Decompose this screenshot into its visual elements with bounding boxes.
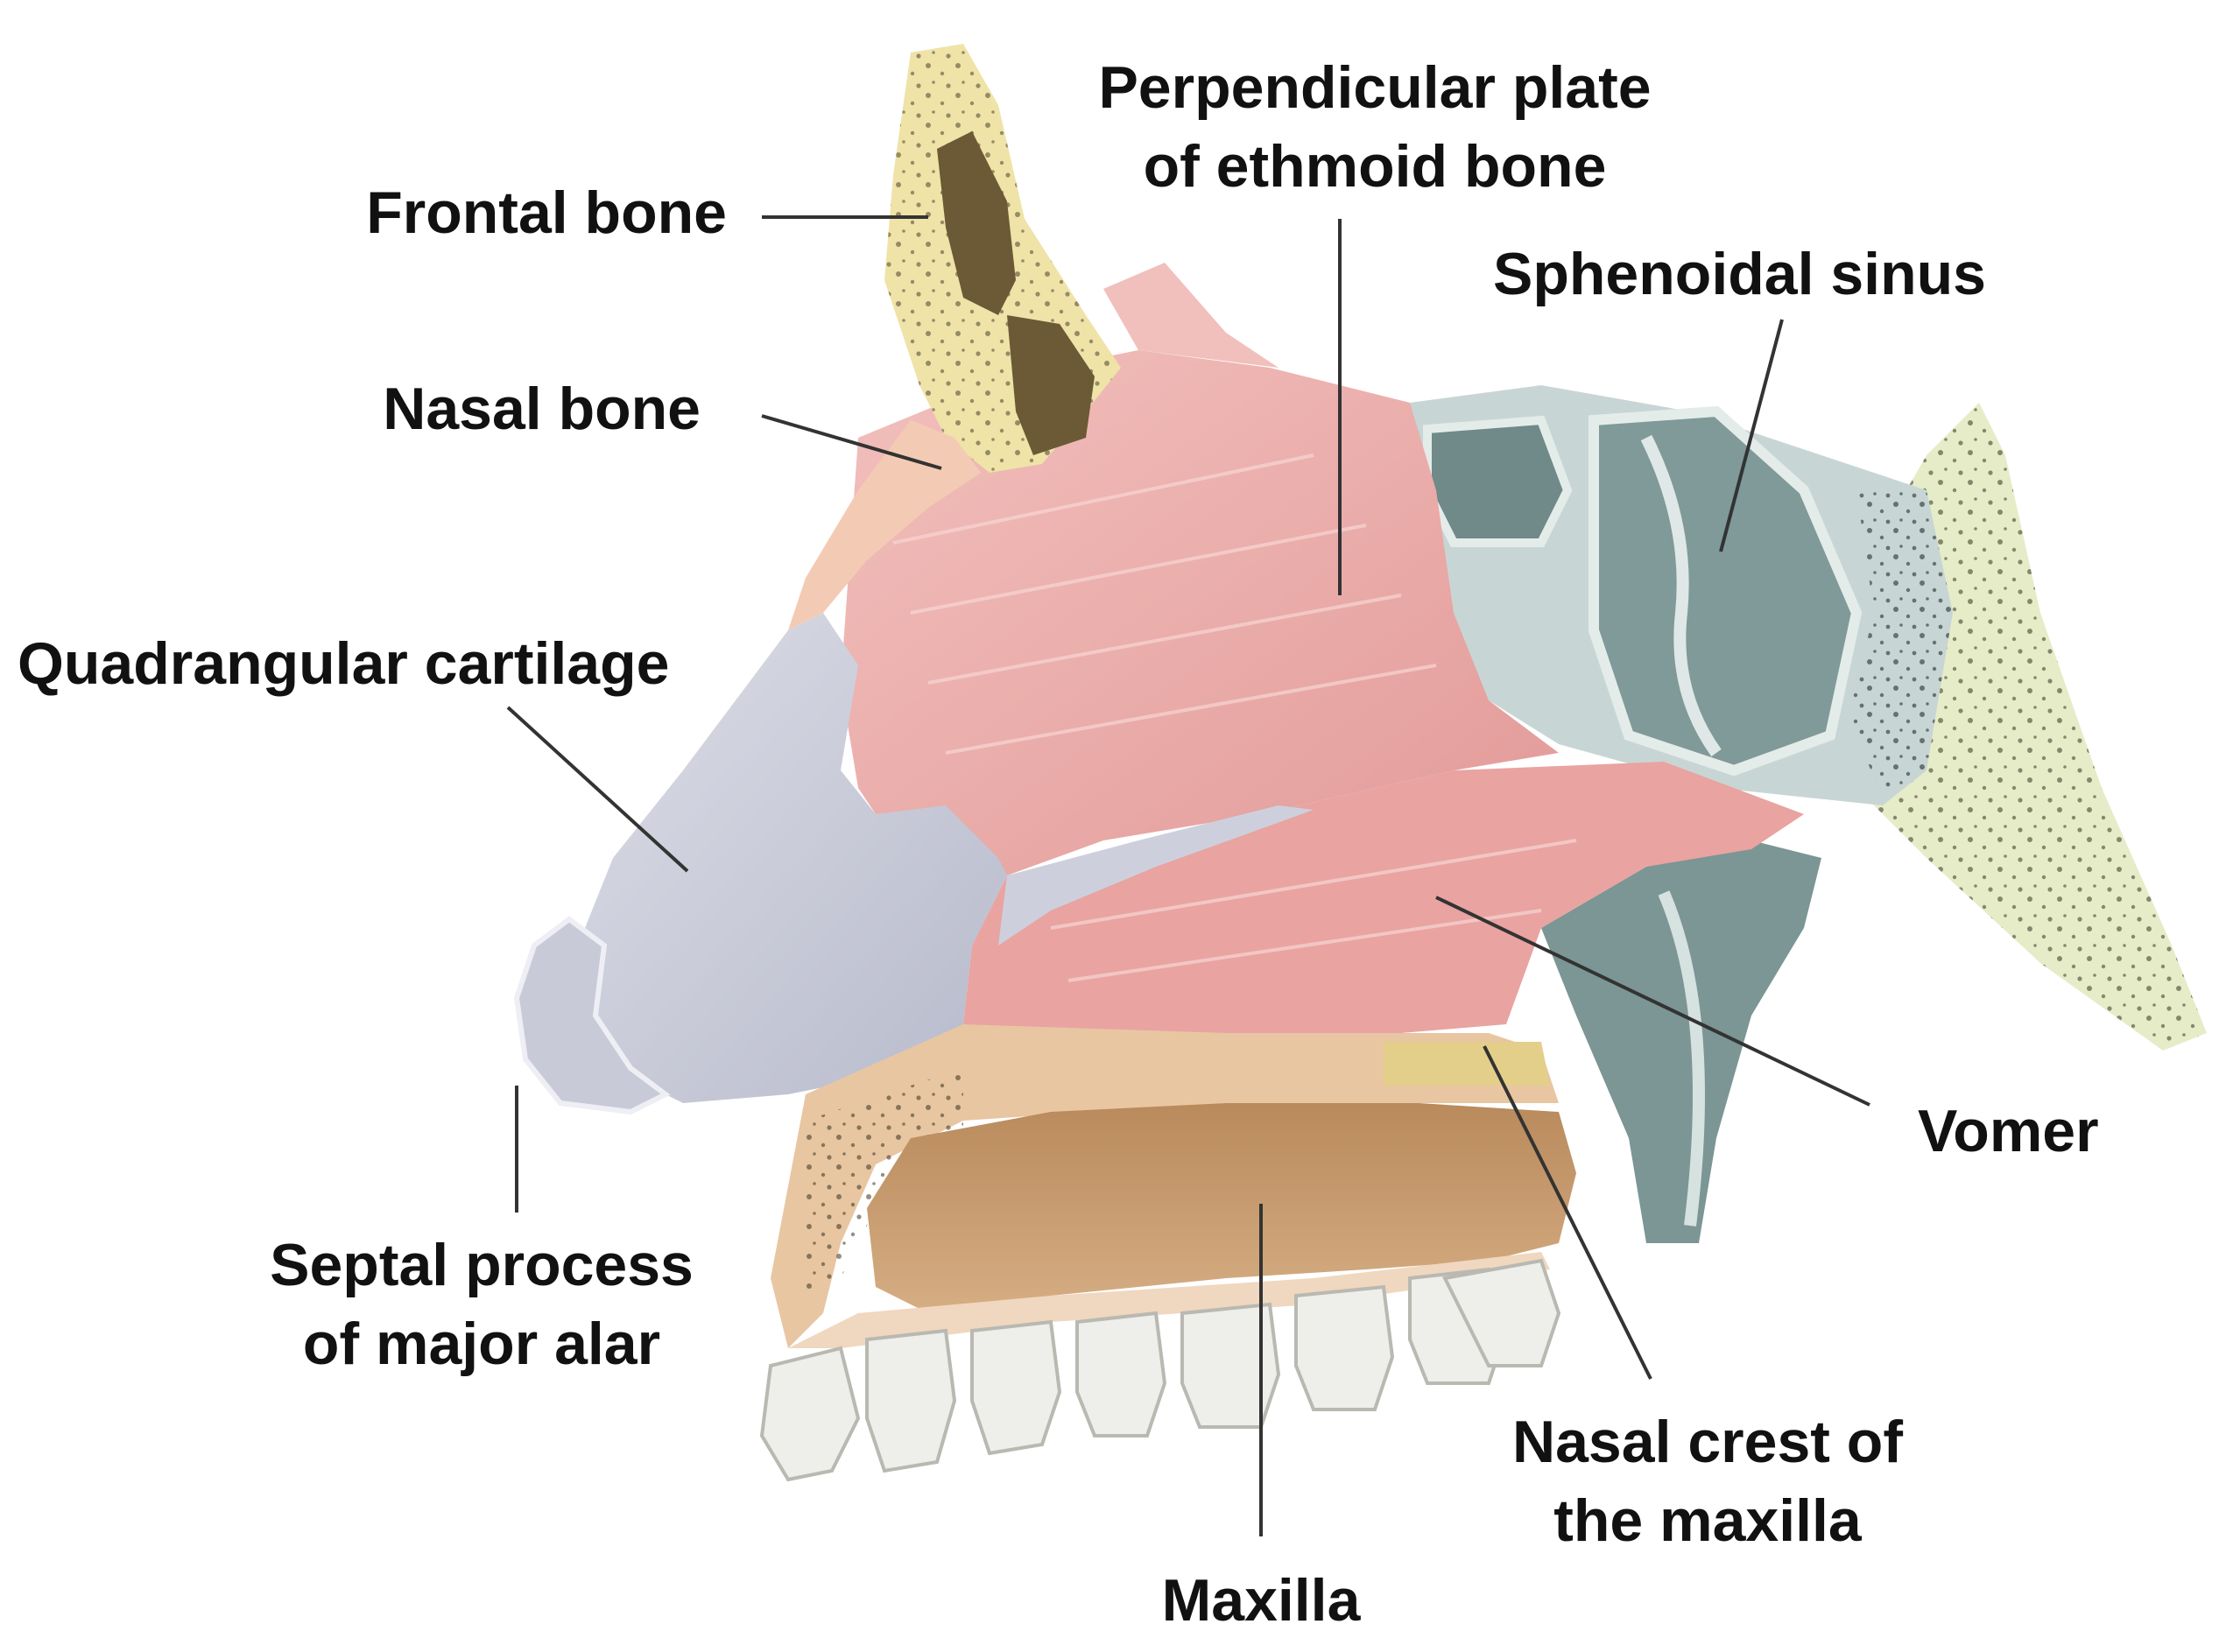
septum-striations xyxy=(892,453,1577,982)
leader-sphenoidal-sinus xyxy=(1719,319,1784,552)
quadrangular-cartilage-shape xyxy=(578,613,1007,1103)
label-nasal-crest-line2: the maxilla xyxy=(1553,1487,1862,1554)
sphenoid-sinus-cavity-right xyxy=(1588,405,1863,777)
pterygoid-edge xyxy=(1658,890,1705,1227)
tooth xyxy=(759,1346,861,1482)
maxilla-lower-edge xyxy=(788,1252,1550,1348)
sphenoid-sinus-cavity-left xyxy=(1423,415,1573,547)
label-frontal-bone: Frontal bone xyxy=(263,173,727,252)
label-quadrangular-cartilage-text: Quadrangular cartilage xyxy=(18,630,670,697)
label-vomer: Vomer xyxy=(1918,1092,2099,1170)
teeth-row xyxy=(759,1258,1561,1482)
nasal-bone-shape xyxy=(788,420,981,630)
label-perpendicular-plate: Perpendicular plate of ethmoid bone xyxy=(998,48,1751,206)
sphenoid-spongy-teal xyxy=(1848,490,1953,797)
leader-nasal-bone xyxy=(761,414,942,470)
palatine-process xyxy=(771,1024,1559,1348)
perpendicular-plate-ethmoid xyxy=(841,350,1559,875)
label-perpendicular-plate-line1: Perpendicular plate xyxy=(1098,54,1652,121)
tooth xyxy=(1180,1302,1281,1429)
label-nasal-bone-text: Nasal bone xyxy=(383,376,701,442)
tooth xyxy=(865,1328,957,1473)
label-perpendicular-plate-line2: of ethmoid bone xyxy=(1143,133,1607,200)
label-maxilla: Maxilla xyxy=(1086,1561,1436,1640)
leader-vomer xyxy=(1435,896,1870,1107)
crista-galli-region xyxy=(1103,263,1279,368)
label-nasal-crest: Nasal crest of the maxilla xyxy=(1436,1402,1979,1560)
label-septal-process: Septal process of major alar xyxy=(184,1226,779,1383)
label-vomer-text: Vomer xyxy=(1918,1098,2099,1164)
sphenoid-septum-inner xyxy=(1640,434,1722,757)
nasal-crest-strip xyxy=(1384,1042,1550,1086)
label-maxilla-text: Maxilla xyxy=(1161,1567,1361,1634)
label-sphenoidal-sinus-text: Sphenoidal sinus xyxy=(1493,241,1986,307)
tooth xyxy=(1442,1258,1561,1367)
label-septal-process-line2: of major alar xyxy=(302,1311,661,1377)
label-nasal-crest-line1: Nasal crest of xyxy=(1512,1409,1903,1475)
vomer-bone xyxy=(963,762,1804,1042)
leader-nasal-crest xyxy=(1483,1045,1652,1380)
septal-process-alar-shape xyxy=(513,916,671,1115)
septal-cartilage-tail xyxy=(998,805,1314,946)
label-septal-process-line1: Septal process xyxy=(270,1232,694,1298)
pterygoid-region xyxy=(1541,840,1821,1243)
frontal-sinus-upper xyxy=(937,131,1016,315)
label-nasal-bone: Nasal bone xyxy=(263,369,701,448)
tooth xyxy=(1075,1311,1167,1438)
frontal-sinus-lower xyxy=(1007,315,1095,455)
tooth xyxy=(1294,1284,1395,1411)
label-sphenoidal-sinus: Sphenoidal sinus xyxy=(1493,235,1986,313)
leader-quadrangular-cartilage xyxy=(506,706,689,873)
leader-lines xyxy=(506,215,1870,1536)
label-frontal-bone-text: Frontal bone xyxy=(366,179,727,246)
tooth xyxy=(970,1319,1062,1456)
maxilla-body xyxy=(867,1103,1576,1313)
label-quadrangular-cartilage: Quadrangular cartilage xyxy=(18,624,669,703)
